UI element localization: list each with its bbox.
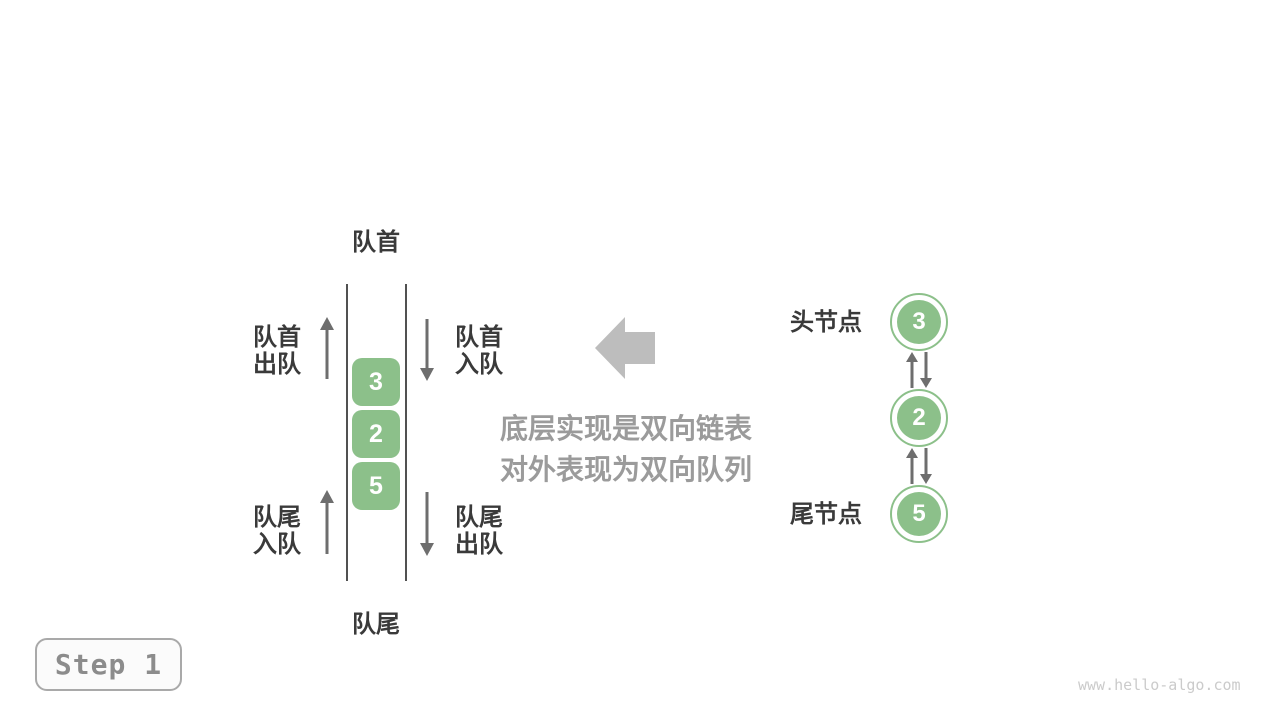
queue-front-label: 队首 [352,229,400,256]
up-arrow-icon [320,490,334,554]
step-badge: Step 1 [35,638,182,691]
tail-node-label: 尾节点 [790,501,862,528]
queue-item: 3 [352,358,400,406]
bidirectional-link-arrows-icon [906,448,932,484]
rear-dequeue-label: 队尾 出队 [455,504,503,558]
queue-item: 2 [352,410,400,458]
front-enqueue-label: 队首 入队 [455,324,503,378]
down-arrow-icon [420,492,434,556]
rear-enqueue-label: 队尾 入队 [253,504,301,558]
queue-item: 5 [352,462,400,510]
list-node: 2 [890,389,948,447]
queue-container [346,284,407,581]
queue-rear-label: 队尾 [352,611,400,638]
down-arrow-icon [420,319,434,381]
front-dequeue-label: 队首 出队 [253,324,301,378]
annotation-line2: 对外表现为双向队列 [499,454,752,485]
node-value: 5 [897,492,941,536]
list-node: 3 [890,293,948,351]
annotation-line1: 底层实现是双向链表 [499,413,752,444]
head-node-label: 头节点 [790,309,862,336]
list-node: 5 [890,485,948,543]
bidirectional-link-arrows-icon [906,352,932,388]
up-arrow-icon [320,317,334,379]
watermark: www.hello-algo.com [1078,676,1241,694]
big-left-arrow-icon [595,317,655,379]
node-value: 2 [897,396,941,440]
annotation-text: 底层实现是双向链表 对外表现为双向队列 [493,408,759,490]
node-value: 3 [897,300,941,344]
step-badge-label: Step 1 [54,648,163,681]
